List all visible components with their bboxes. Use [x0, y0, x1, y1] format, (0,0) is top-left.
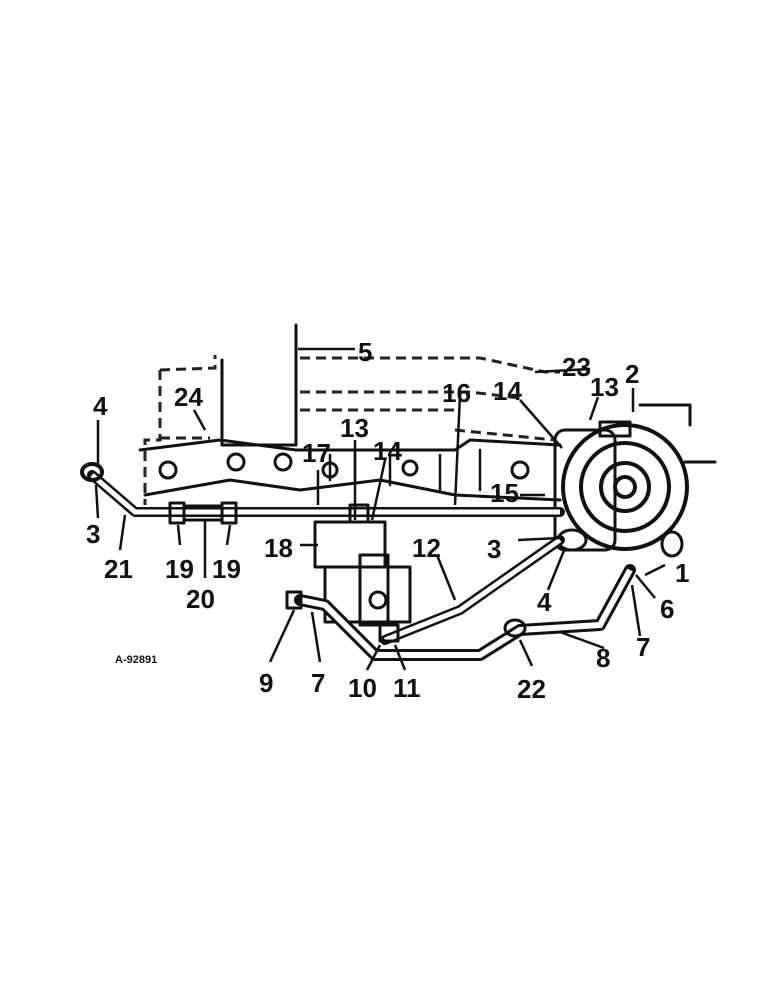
callout-16: 16: [442, 378, 471, 408]
elbow-fitting: [285, 590, 303, 610]
bolt-hole: [401, 459, 419, 477]
callout-21: 21: [104, 554, 133, 584]
callout-14: 14: [493, 376, 522, 406]
leader-lines: [94, 347, 666, 671]
callouts: 1 2 3 3 4 4 5 6 7 7 8 9 10 11 12 13 13 1…: [86, 337, 689, 704]
callout-3: 3: [487, 534, 501, 564]
callout-17: 17: [302, 438, 331, 468]
callout-19: 19: [212, 554, 241, 584]
callout-18: 18: [264, 533, 293, 563]
bolt-hole: [273, 452, 293, 472]
coolant-lines: [285, 535, 636, 661]
callout-19: 19: [165, 554, 194, 584]
bolt-hole: [158, 460, 178, 480]
engine-block-outline: [143, 355, 560, 505]
callout-4: 4: [93, 391, 108, 421]
callout-11: 11: [393, 673, 421, 703]
callout-13: 13: [590, 372, 619, 402]
callout-22: 22: [517, 674, 546, 704]
figure-id: A-92891: [115, 654, 157, 666]
callout-2: 2: [625, 359, 639, 389]
callout-3: 3: [86, 519, 100, 549]
bolt-hole: [226, 452, 246, 472]
callout-7: 7: [636, 632, 650, 662]
callout-1: 1: [675, 558, 689, 588]
callout-20: 20: [186, 584, 215, 614]
callout-9: 9: [259, 668, 273, 698]
callout-13: 13: [340, 413, 369, 443]
compressor-pulley: [553, 403, 717, 558]
callout-4: 4: [537, 587, 552, 617]
callout-23: 23: [562, 352, 591, 382]
callout-14: 14: [373, 436, 402, 466]
callout-24: 24: [174, 382, 203, 412]
callout-6: 6: [660, 594, 674, 624]
left-tube-assembly: [80, 462, 565, 525]
callout-8: 8: [596, 643, 610, 673]
tube-end-fitting: [80, 462, 104, 482]
union-fitting: [378, 623, 400, 643]
callout-5: 5: [358, 337, 372, 367]
line-clamp: [503, 618, 527, 638]
callout-10: 10: [348, 673, 377, 703]
bolt-hole: [510, 460, 530, 480]
callout-7: 7: [311, 668, 325, 698]
callout-12: 12: [412, 533, 441, 563]
callout-15: 15: [490, 478, 519, 508]
